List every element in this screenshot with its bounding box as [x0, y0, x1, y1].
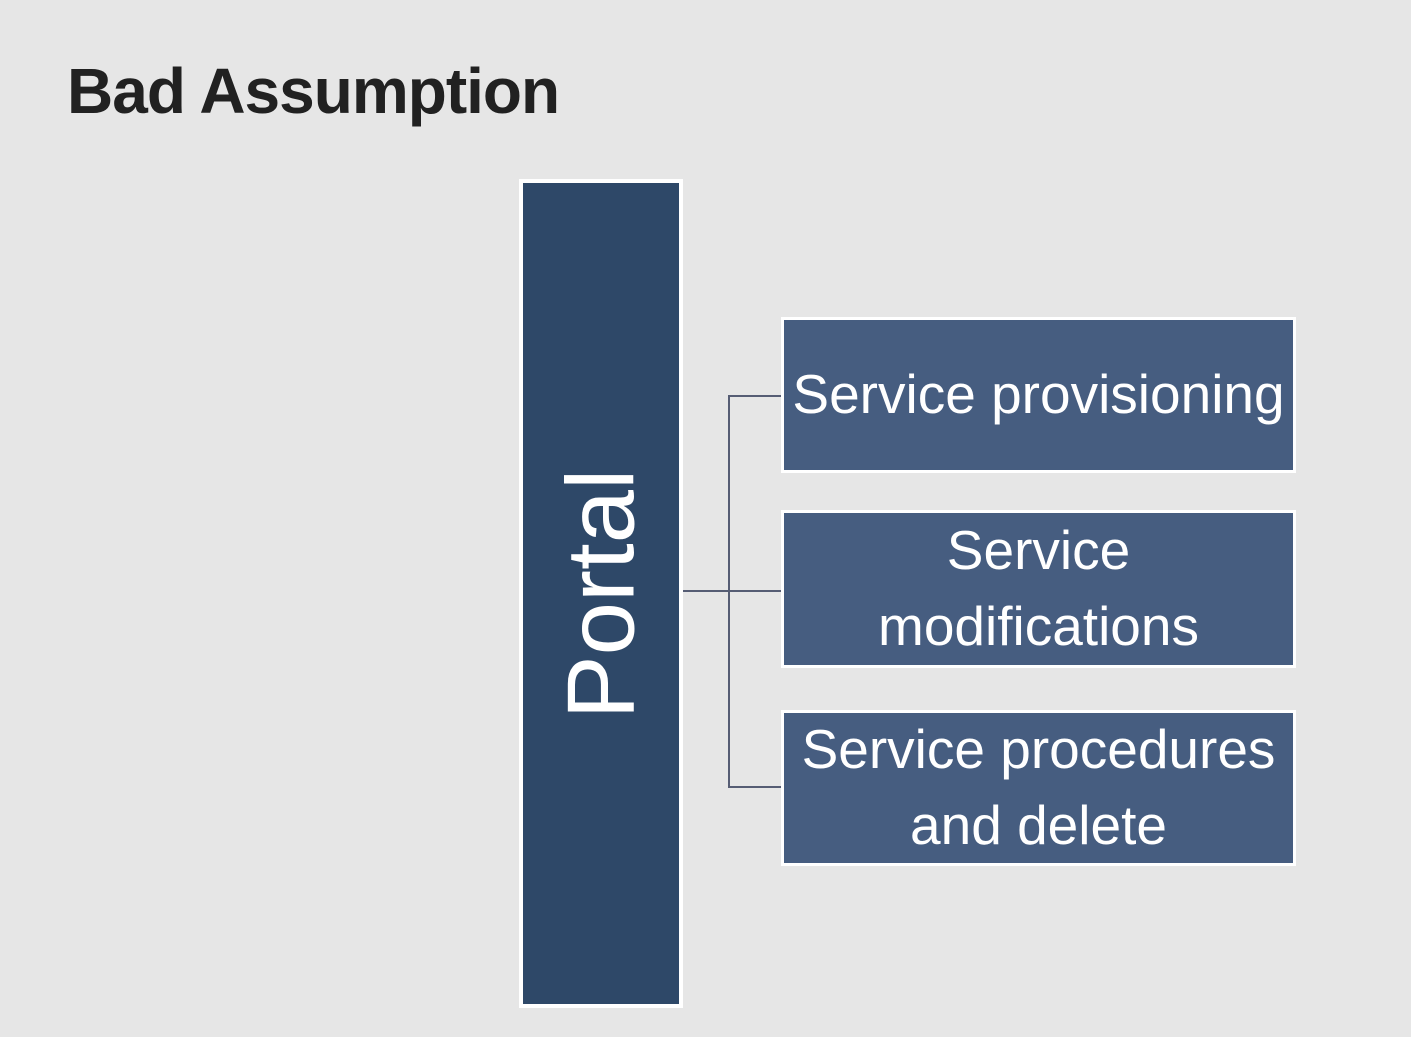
connector-branch-service-provisioning [729, 395, 781, 397]
child-box-service-procedures-and-delete: Service procedures and delete [781, 710, 1296, 866]
portal-label: Portal [547, 468, 654, 719]
child-box-label: Service modifications [878, 519, 1199, 657]
connector-branch-service-procedures [729, 786, 781, 788]
child-box-service-provisioning: Service provisioning [781, 317, 1296, 473]
child-box-label: Service provisioning [792, 363, 1285, 426]
slide-title: Bad Assumption [67, 55, 560, 127]
connector-root-to-spine [681, 590, 781, 592]
child-box-service-modifications: Service modifications [781, 510, 1296, 668]
child-box-label: Service procedures and delete [801, 718, 1276, 856]
connector-spine [728, 395, 730, 788]
portal-box: Portal [519, 179, 683, 1008]
